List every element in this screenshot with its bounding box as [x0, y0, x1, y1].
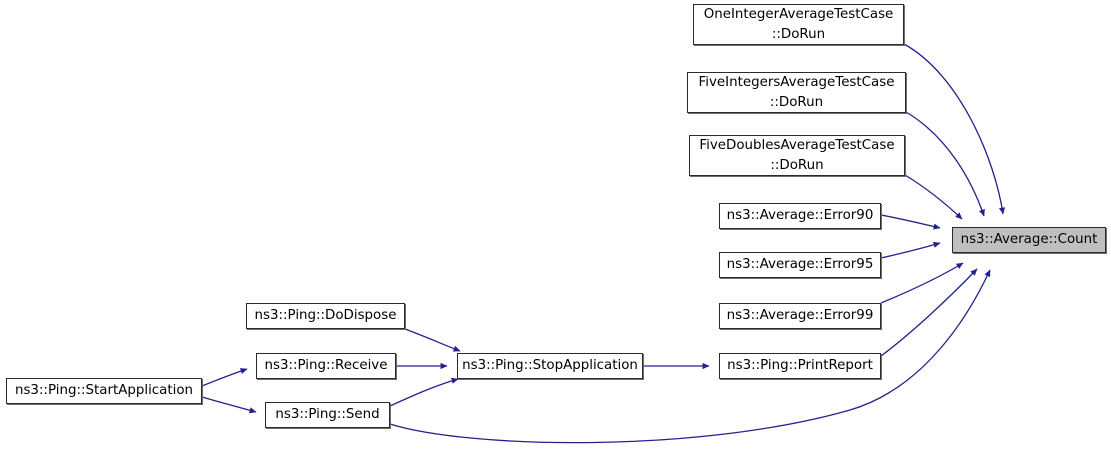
edge-send-to-stop_application	[389, 377, 459, 407]
edge-send-to-count	[389, 269, 991, 444]
edge-print_report-to-count	[880, 268, 978, 357]
node-label-five_doubles_dorun: FiveDoublesAverageTestCase ::DoRun	[699, 138, 895, 173]
edge-five_integers_dorun-to-count	[905, 111, 985, 217]
node-error95[interactable]: ns3::Average::Error95	[719, 252, 881, 278]
edge-start_application-to-receive	[201, 368, 248, 387]
node-five_doubles_dorun[interactable]: FiveDoublesAverageTestCase ::DoRun	[689, 135, 905, 176]
node-label-print_report: ns3::Ping::PrintReport	[727, 358, 873, 374]
node-label-five_integers_dorun: FiveIntegersAverageTestCase ::DoRun	[698, 75, 895, 110]
node-label-count: ns3::Average::Count	[960, 232, 1098, 248]
node-five_integers_dorun[interactable]: FiveIntegersAverageTestCase ::DoRun	[687, 72, 906, 113]
edge-start_application-to-send	[201, 396, 257, 414]
node-label-receive: ns3::Ping::Receive	[264, 358, 388, 374]
node-stop_application[interactable]: ns3::Ping::StopApplication	[457, 353, 643, 379]
edge-five_doubles_dorun-to-count	[904, 174, 963, 220]
node-label-stop_application: ns3::Ping::StopApplication	[462, 358, 638, 374]
node-label-error95: ns3::Average::Error95	[726, 257, 874, 273]
node-receive[interactable]: ns3::Ping::Receive	[256, 353, 396, 379]
edge-one_integer_dorun-to-count	[903, 43, 1006, 215]
node-label-start_application: ns3::Ping::StartApplication	[14, 383, 194, 399]
node-error99[interactable]: ns3::Average::Error99	[719, 303, 881, 329]
node-start_application[interactable]: ns3::Ping::StartApplication	[6, 378, 202, 404]
node-label-error99: ns3::Average::Error99	[726, 308, 874, 324]
node-label-send: ns3::Ping::Send	[275, 407, 380, 423]
node-one_integer_dorun[interactable]: OneIntegerAverageTestCase ::DoRun	[693, 4, 904, 45]
edge-error99-to-count	[880, 262, 964, 304]
node-label-one_integer_dorun: OneIntegerAverageTestCase ::DoRun	[703, 7, 894, 42]
node-error90[interactable]: ns3::Average::Error90	[719, 203, 881, 229]
node-do_dispose[interactable]: ns3::Ping::DoDispose	[246, 303, 405, 329]
edge-error95-to-count	[880, 241, 941, 259]
edge-do_dispose-to-stop_application	[404, 328, 461, 352]
node-count[interactable]: ns3::Average::Count	[952, 227, 1106, 253]
node-send[interactable]: ns3::Ping::Send	[265, 402, 390, 428]
edge-error90-to-count	[880, 214, 941, 230]
node-print_report[interactable]: ns3::Ping::PrintReport	[719, 353, 881, 379]
node-label-do_dispose: ns3::Ping::DoDispose	[254, 308, 397, 324]
node-label-error90: ns3::Average::Error90	[726, 208, 874, 224]
